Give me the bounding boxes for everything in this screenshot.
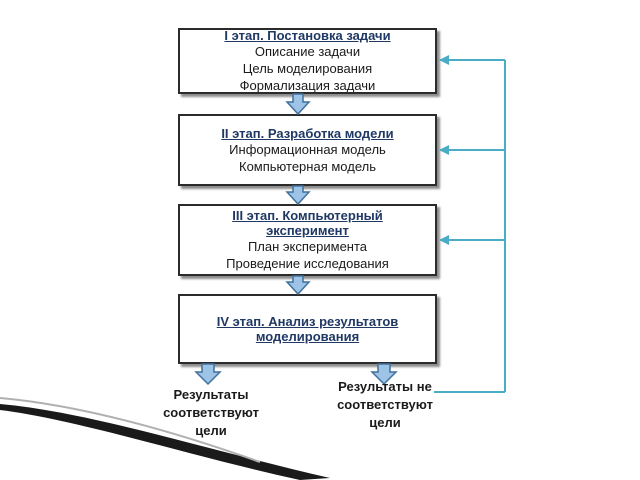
down-arrow-1-2: [285, 93, 311, 116]
result-match-line-2: соответствуют: [163, 405, 259, 420]
result-arrow-right: [370, 363, 398, 386]
stage-4-box: IV этап. Анализ результатов моделировани…: [178, 294, 437, 364]
result-arrow-left: [194, 363, 222, 386]
stage-3-box: III этап. Компьютерный эксперимент План …: [178, 204, 437, 276]
down-arrow-3-4: [285, 275, 311, 296]
stage-3-title-2: эксперимент: [266, 223, 349, 238]
stage-1-line-2: Цель моделирования: [242, 61, 373, 76]
stage-2-box: II этап. Разработка модели Информационна…: [178, 114, 437, 186]
result-match-label: Результаты соответствуют цели: [148, 386, 274, 440]
stage-3-line-2: Проведение исследования: [226, 256, 389, 271]
feedback-loop: [434, 55, 506, 393]
result-no-match-line-1: Результаты не: [338, 379, 432, 394]
stage-1-line-3: Формализация задачи: [239, 78, 376, 93]
result-no-match-label: Результаты не соответствуют цели: [318, 378, 452, 432]
stage-3-title-1: III этап. Компьютерный: [232, 208, 383, 223]
result-no-match-line-3: цели: [369, 415, 401, 430]
stage-1-title: I этап. Постановка задачи: [224, 28, 391, 43]
stage-4-title-2: моделирования: [255, 329, 360, 344]
stage-3-line-1: План эксперимента: [247, 239, 368, 254]
result-match-line-1: Результаты: [173, 387, 249, 402]
stage-2-line-2: Компьютерная модель: [239, 158, 376, 174]
stage-1-box: I этап. Постановка задачи Описание задач…: [178, 28, 437, 94]
result-match-line-3: цели: [195, 423, 227, 438]
stage-2-title: II этап. Разработка модели: [221, 125, 394, 141]
stage-4-title-1: IV этап. Анализ результатов: [216, 314, 399, 329]
down-arrow-2-3: [285, 185, 311, 206]
result-no-match-line-2: соответствуют: [337, 397, 433, 412]
stage-1-line-1: Описание задачи: [254, 44, 361, 59]
swoosh-shape: [0, 404, 330, 480]
swoosh-highlight: [0, 397, 261, 463]
stage-2-line-1: Информационная модель: [229, 141, 386, 157]
